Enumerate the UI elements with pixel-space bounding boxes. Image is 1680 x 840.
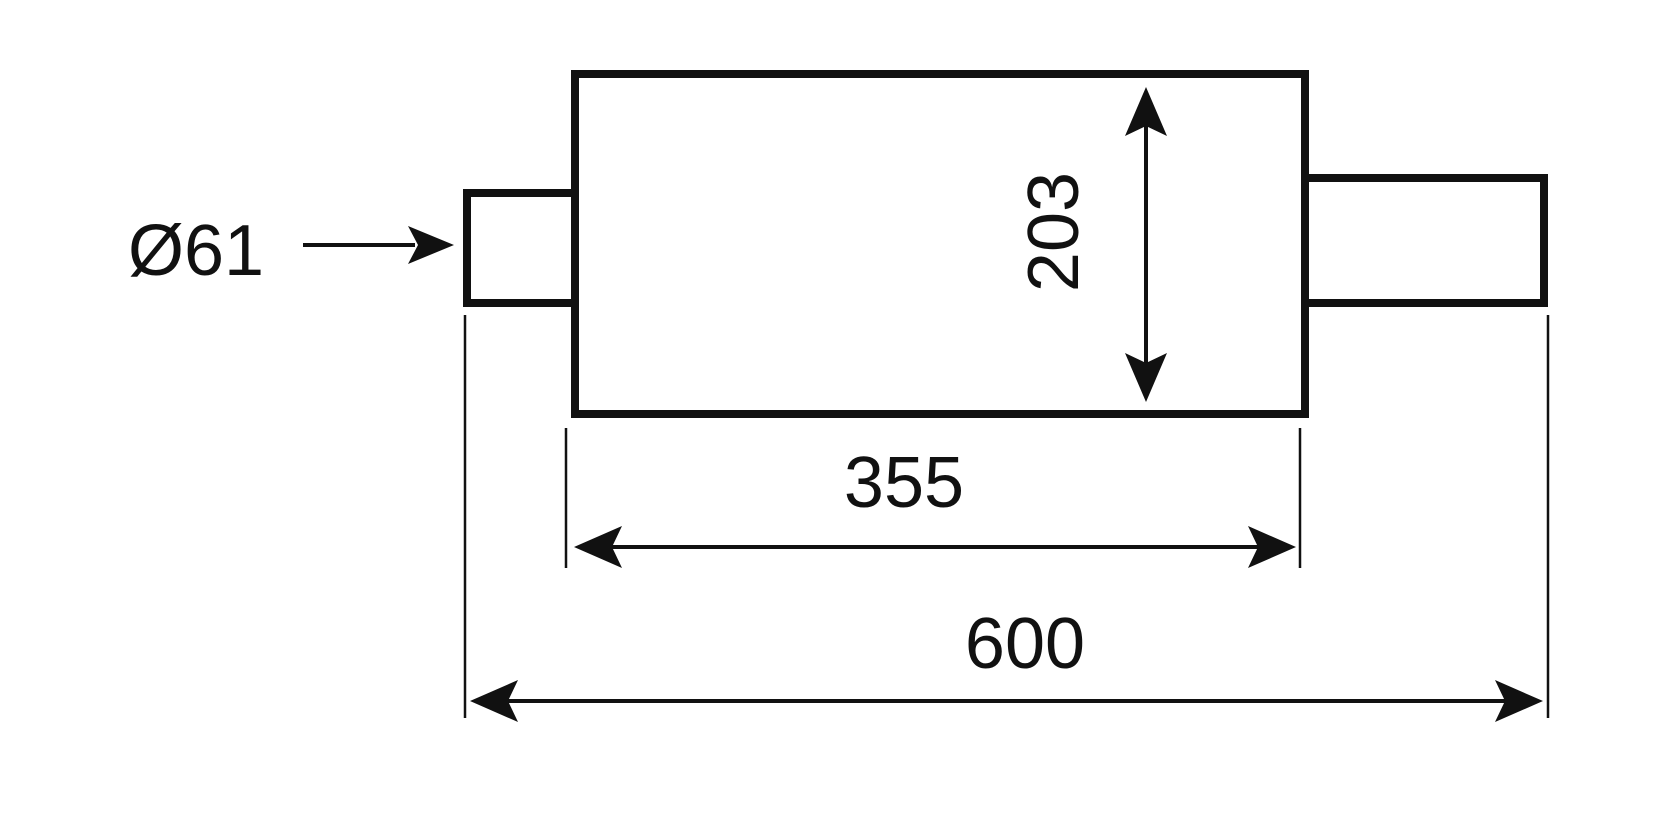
body-length-dimension-arrow bbox=[574, 526, 1296, 568]
muffler-body bbox=[571, 70, 1309, 418]
body-height-dimension-arrow bbox=[1125, 87, 1167, 402]
pipe-diameter-label: Ø61 bbox=[128, 211, 264, 291]
inlet-pipe bbox=[463, 189, 575, 307]
outlet-pipe bbox=[1305, 174, 1548, 307]
overall-length-label: 600 bbox=[965, 604, 1085, 684]
body-height-label: 203 bbox=[1014, 172, 1094, 292]
diameter-leader-arrow bbox=[303, 226, 454, 264]
overall-length-dimension-arrow bbox=[470, 680, 1543, 722]
body-length-label: 355 bbox=[844, 443, 964, 523]
